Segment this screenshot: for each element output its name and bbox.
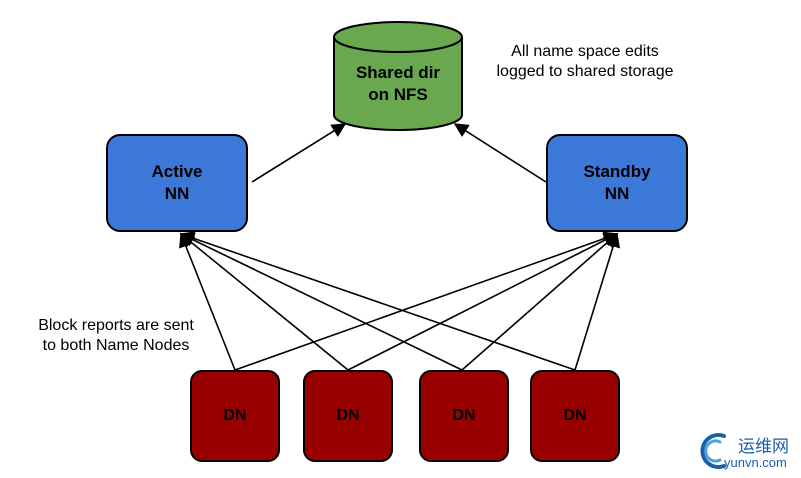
active-to-storage-arrow (251, 123, 347, 183)
standby-nn-line1: Standby (583, 162, 651, 181)
watermark-text-cn: 运维网 (738, 437, 789, 457)
datanode-label: DN (336, 407, 360, 424)
dn1-to-active-arrow (179, 232, 236, 371)
dn4-to-active-arrow (179, 231, 576, 371)
dn2-to-standby-arrow (347, 233, 619, 371)
dn4-to-standby-arrow (574, 232, 621, 371)
active-nn-line1: Active (151, 162, 203, 181)
standby-to-storage-arrow (453, 123, 547, 183)
standby-namenode-box: Standby NN (546, 134, 688, 232)
shared-storage-line1: Shared dir (355, 63, 441, 82)
block-reports-note-line1: Block reports are sent (38, 317, 194, 334)
active-namenode-box: Active NN (106, 134, 248, 232)
shared-storage-line2: on NFS (368, 85, 428, 104)
dn1-to-standby-arrow (234, 231, 619, 371)
datanode-box-4: DN (530, 370, 620, 462)
datanode-label: DN (223, 407, 247, 424)
dn2-to-active-arrow (179, 233, 349, 371)
datanode-box-2: DN (303, 370, 393, 462)
standby-nn-line2: NN (604, 184, 630, 203)
watermark-text-en: yunvn.com (724, 455, 787, 470)
edits-note-line1: All name space edits (511, 43, 659, 60)
dn3-to-standby-arrow (461, 233, 619, 371)
block-reports-note: Block reports are sent to both Name Node… (18, 316, 214, 356)
datanode-label: DN (563, 407, 587, 424)
watermark-logo-icon (700, 433, 726, 469)
dn3-to-active-arrow (179, 233, 463, 371)
active-nn-line2: NN (164, 184, 190, 203)
datanode-box-3: DN (419, 370, 509, 462)
edits-note: All name space edits logged to shared st… (480, 42, 690, 82)
datanode-label: DN (452, 407, 476, 424)
edits-note-line2: logged to shared storage (496, 63, 674, 80)
shared-storage-cylinder (333, 21, 463, 131)
block-reports-note-line2: to both Name Nodes (42, 337, 190, 354)
datanode-box-1: DN (190, 370, 280, 462)
shared-storage-label: Shared dir on NFS (334, 62, 462, 106)
